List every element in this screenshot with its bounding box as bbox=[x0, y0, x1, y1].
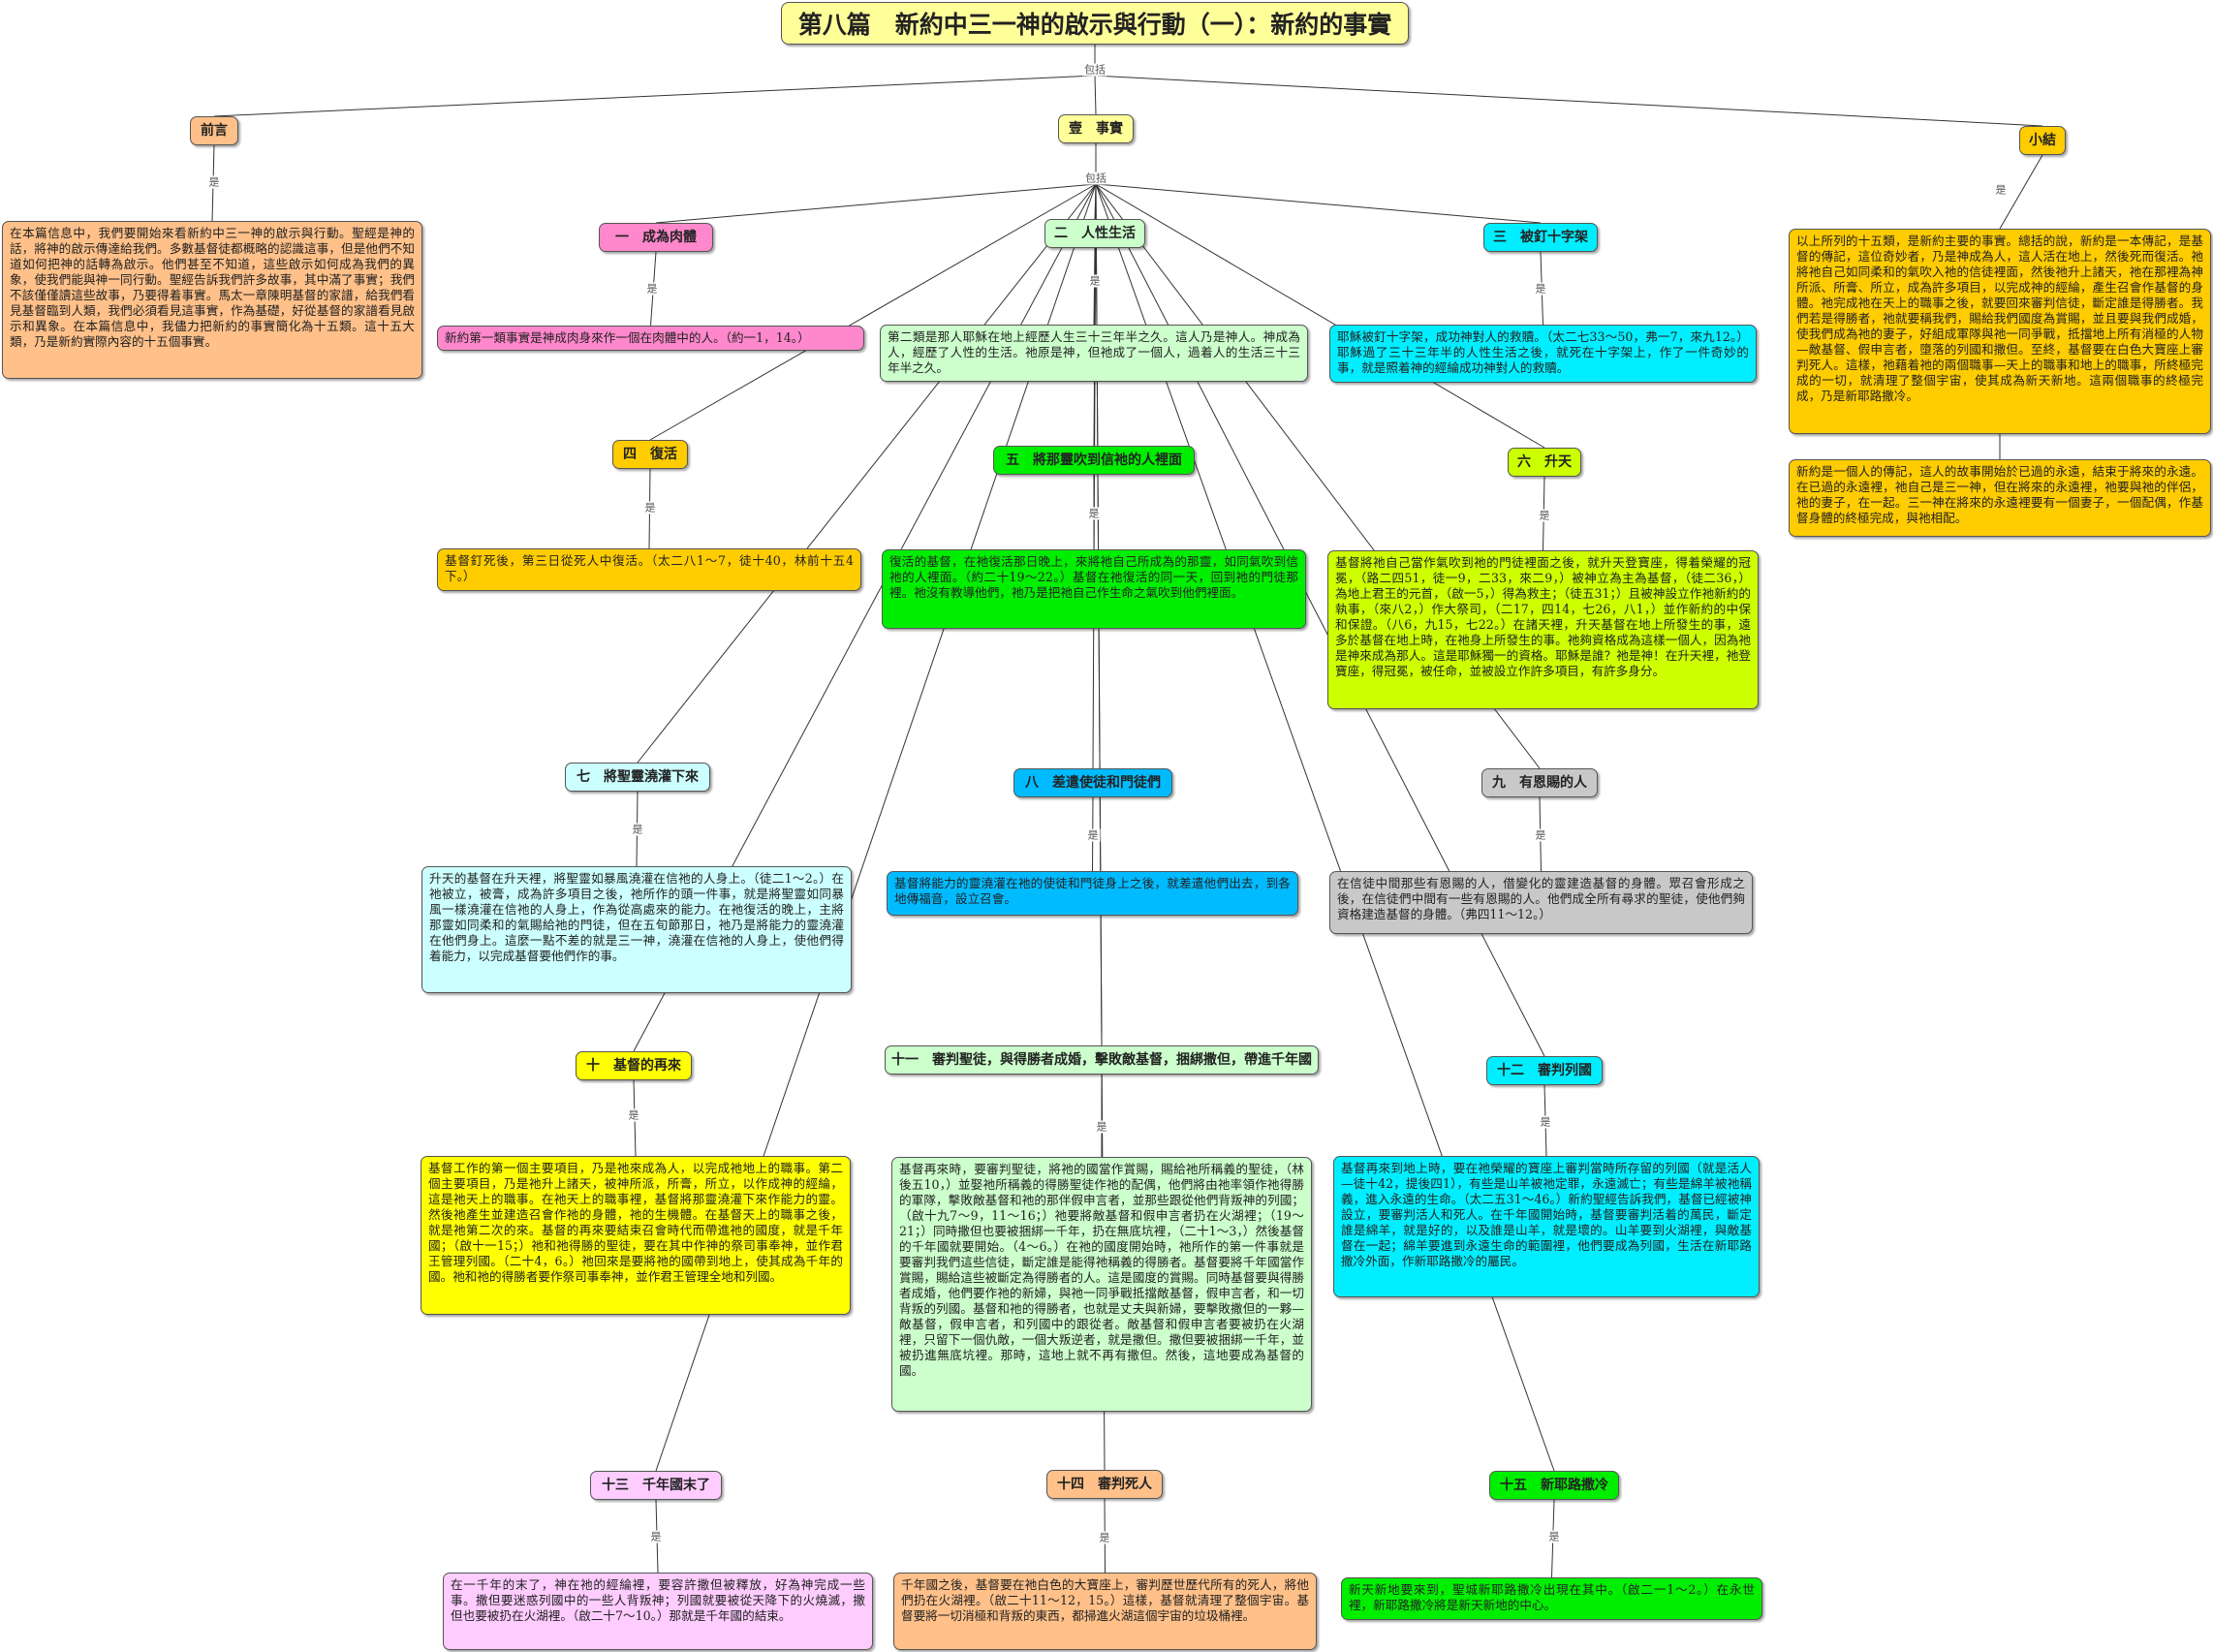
n1-title: 一 成為肉體 bbox=[599, 223, 713, 253]
n2-title: 二 人性生活 bbox=[1044, 219, 1145, 249]
n10-title: 十 基督的再來 bbox=[576, 1051, 692, 1081]
preface-title: 前言 bbox=[190, 116, 238, 146]
n15-yes-label: 是 bbox=[1546, 1530, 1562, 1543]
n5-yes-label: 是 bbox=[1086, 507, 1102, 520]
n6-text: 基督將祂自己當作氣吹到祂的門徒裡面之後，就升天登寶座，得着榮耀的冠冕，（路二四5… bbox=[1327, 550, 1759, 709]
root-branch-line bbox=[213, 75, 1096, 117]
n13-yes-label: 是 bbox=[648, 1530, 664, 1543]
n9-title: 九 有恩賜的人 bbox=[1481, 768, 1598, 798]
summary-text-2: 新約是一個人的傳記，這人的故事開始於已過的永遠，結束于將來的永遠。在已過的永遠裡… bbox=[1789, 459, 2211, 537]
facts-branch-line bbox=[1095, 183, 1545, 449]
root-link-label: 包括 bbox=[1082, 63, 1107, 77]
n14-yes-label: 是 bbox=[1097, 1531, 1112, 1544]
n10-text: 基督工作的第一個主要項目，乃是祂來成為人，以完成祂地上的職事。第二個主要項目，乃… bbox=[421, 1156, 851, 1315]
root-branch-line bbox=[1094, 75, 2043, 127]
n6-title: 六 升天 bbox=[1508, 448, 1581, 478]
summary-text-1: 以上所列的十五類，是新約主要的事實。總括的說，新約是一本傳記，是基督的傳記，這位… bbox=[1789, 229, 2211, 434]
n3-text: 耶穌被釘十字架，成功神對人的救贖。（太二七33～50，弗一7，來九12。）耶穌過… bbox=[1329, 325, 1757, 383]
n9-yes-label: 是 bbox=[1533, 828, 1548, 842]
preface-yes-label: 是 bbox=[206, 175, 222, 189]
facts-branch-line bbox=[649, 183, 1097, 441]
n8-yes-label: 是 bbox=[1085, 828, 1101, 842]
n9-text: 在信徒中間那些有恩賜的人，借變化的靈建造基督的身體。眾召會形成之後，在信徒們中間… bbox=[1329, 871, 1753, 934]
root-branch-line bbox=[1094, 75, 1097, 115]
n2-yes-label: 是 bbox=[1087, 274, 1103, 288]
n4-text: 基督釘死後，第三日從死人中復活。（太二八1～7，徒十40，林前十五4下。） bbox=[437, 548, 861, 591]
n5-title: 五 將那靈吹到信祂的人裡面 bbox=[993, 446, 1195, 476]
n12-text: 基督再來到地上時，要在祂榮耀的寶座上審判當時所存留的列國（就是活人—徒十42，提… bbox=[1333, 1156, 1760, 1297]
n12-title: 十二 審判列國 bbox=[1486, 1056, 1603, 1086]
summary-yes-label: 是 bbox=[1993, 183, 2009, 197]
n15-title: 十五 新耶路撒冷 bbox=[1489, 1471, 1619, 1501]
n6-yes-label: 是 bbox=[1537, 509, 1552, 522]
n3-title: 三 被釘十字架 bbox=[1483, 223, 1598, 253]
facts-branch-line bbox=[1095, 183, 1542, 224]
n12-yes-label: 是 bbox=[1538, 1115, 1553, 1129]
n10-yes-label: 是 bbox=[626, 1108, 641, 1122]
n11-yes-label: 是 bbox=[1094, 1120, 1109, 1134]
n4-yes-label: 是 bbox=[642, 501, 658, 514]
facts-branch-line bbox=[1094, 183, 1097, 220]
facts-branch-line bbox=[1092, 183, 1097, 769]
n13-title: 十三 千年國末了 bbox=[590, 1471, 722, 1501]
facts-title: 壹 事實 bbox=[1058, 114, 1134, 144]
n1-yes-label: 是 bbox=[644, 282, 660, 296]
preface-text: 在本篇信息中，我們要開始來看新約中三一神的啟示與行動。聖經是神的話，將神的啟示傳… bbox=[2, 221, 422, 379]
summary-title: 小結 bbox=[2019, 126, 2066, 156]
n8-title: 八 差遣使徒和門徒們 bbox=[1013, 768, 1172, 798]
facts-branch-line bbox=[655, 183, 1097, 224]
n7-text: 升天的基督在升天裡，將聖靈如暴風澆灌在信祂的人身上。（徒二1～2。）在祂被立，被… bbox=[421, 866, 852, 993]
facts-link-label: 包括 bbox=[1083, 171, 1108, 185]
n1-text: 新約第一類事實是神成肉身來作一個在肉體中的人。（約一1，14。） bbox=[437, 326, 864, 351]
n13-text: 在一千年的末了，神在祂的經綸裡，要容許撒但被釋放，好為神完成一些事。撒但要迷惑列… bbox=[443, 1573, 873, 1650]
n3-yes-label: 是 bbox=[1533, 282, 1548, 296]
n14-text: 千年國之後，基督要在祂白色的大寶座上，審判歷世歷代所有的死人，將他們扔在火湖裡。… bbox=[893, 1573, 1317, 1650]
n14-title: 十四 審判死人 bbox=[1046, 1470, 1163, 1500]
n4-title: 四 復活 bbox=[612, 440, 688, 470]
n11-text: 基督再來時，要審判聖徒，將祂的國當作賞賜，賜給祂所稱義的聖徒，（林後五10，）並… bbox=[891, 1157, 1312, 1412]
n7-yes-label: 是 bbox=[630, 823, 645, 836]
root-title: 第八篇 新約中三一神的啟示與行動（一）：新約的事實 bbox=[781, 2, 1409, 45]
n15-text: 新天新地要來到，聖城新耶路撒冷出現在其中。（啟二一1～2。）在永世裡，新耶路撒冷… bbox=[1341, 1577, 1762, 1620]
n11-title: 十一 審判聖徒，與得勝者成婚，擊敗敵基督，捆綁撒但，帶進千年國 bbox=[885, 1045, 1319, 1075]
n8-text: 基督將能力的靈澆灌在祂的使徒和門徒身上之後，就差遣他們出去，到各地傳福音，設立召… bbox=[887, 871, 1298, 916]
n5-text: 復活的基督，在祂復活那日晚上，來將祂自己所成為的那靈，如同氣吹到信祂的人裡面。（… bbox=[882, 549, 1306, 629]
n7-title: 七 將聖靈澆灌下來 bbox=[565, 763, 710, 793]
n2-text: 第二類是那人耶穌在地上經歷人生三十三年半之久。這人乃是神人。神成為人，經歷了人性… bbox=[880, 325, 1308, 382]
